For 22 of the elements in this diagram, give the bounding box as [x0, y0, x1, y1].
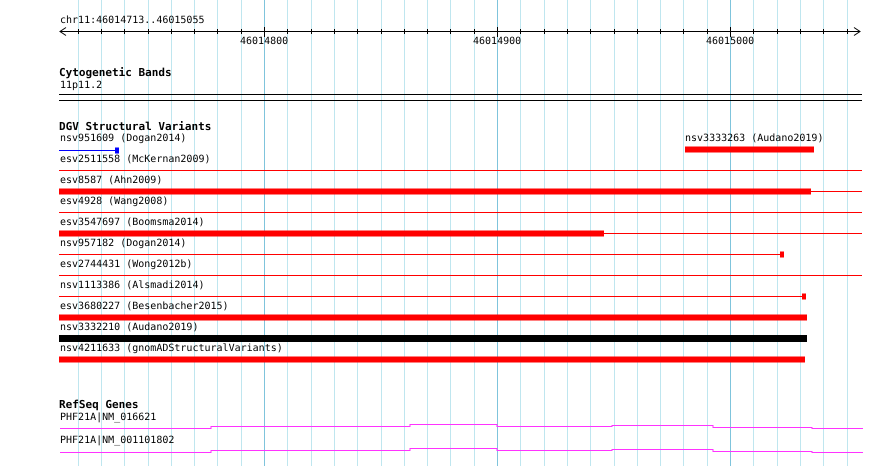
gene-label: PHF21A|NM_016621 — [60, 412, 156, 424]
variant-label: nsv3333263 (Audano2019) — [685, 133, 824, 145]
gene-label: PHF21A|NM_001101802 — [60, 435, 174, 447]
variant-label: esv3547697 (Boomsma2014) — [60, 217, 204, 229]
ruler-position-label: chr11:46014713..46015055 — [60, 15, 204, 27]
track-title: RefSeq Genes — [59, 399, 138, 411]
band-label: 11p11.2 — [60, 80, 102, 92]
variant-label: esv2511558 (McKernan2009) — [60, 154, 211, 166]
ruler-tick-label: 46015000 — [706, 36, 754, 48]
variant-label: esv3680227 (Besenbacher2015) — [60, 301, 229, 313]
variant-label: nsv957182 (Dogan2014) — [60, 238, 186, 250]
track-title: Cytogenetic Bands — [59, 67, 172, 79]
ruler-tick-label: 46014900 — [473, 36, 522, 48]
track-title: DGV Structural Variants — [59, 121, 212, 133]
variant-label: nsv3332210 (Audano2019) — [60, 322, 198, 334]
ruler-tick-label: 46014800 — [240, 36, 288, 48]
variant-label: esv2744431 (Wong2012b) — [60, 259, 192, 271]
variant-label: esv4928 (Wang2008) — [60, 196, 168, 208]
variant-label: nsv1113386 (Alsmadi2014) — [60, 280, 204, 292]
variant-label: nsv951609 (Dogan2014) — [60, 133, 186, 145]
variant-label: esv8587 (Ahn2009) — [60, 175, 162, 187]
variant-label: nsv4211633 (gnomADStructuralVariants) — [60, 343, 283, 355]
